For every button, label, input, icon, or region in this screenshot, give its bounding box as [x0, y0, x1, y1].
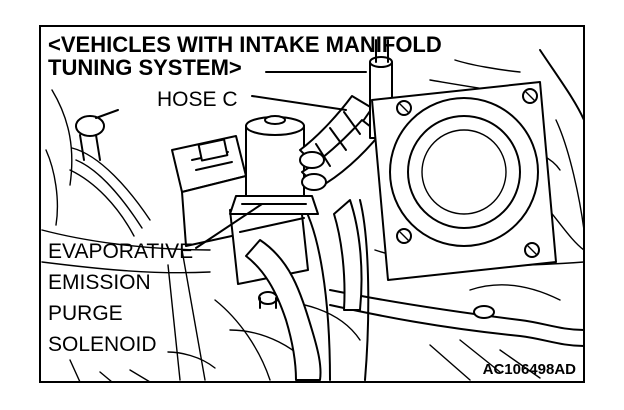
hose-c-label: HOSE C [157, 88, 238, 111]
title-line-1: <VEHICLES WITH INTAKE MANIFOLD [48, 32, 442, 57]
throttle-body [371, 81, 557, 281]
solenoid-label-line-3: PURGE [48, 302, 123, 325]
title-line-2: TUNING SYSTEM> [48, 55, 242, 80]
solenoid-label-line-2: EMISSION [48, 271, 151, 294]
sensor-connector [69, 109, 151, 237]
hose-c-leader [251, 95, 347, 111]
solenoid-leader-tail [167, 351, 216, 369]
front-hose [245, 199, 363, 381]
solenoid-label-line-4: SOLENOID [48, 333, 157, 356]
solenoid-leader [195, 203, 263, 249]
solenoid-label-line-1: EVAPORATIVE [48, 240, 193, 263]
figure-id: AC106498AD [483, 361, 577, 378]
solenoid-body [229, 115, 319, 285]
ground-bolt [258, 291, 495, 319]
